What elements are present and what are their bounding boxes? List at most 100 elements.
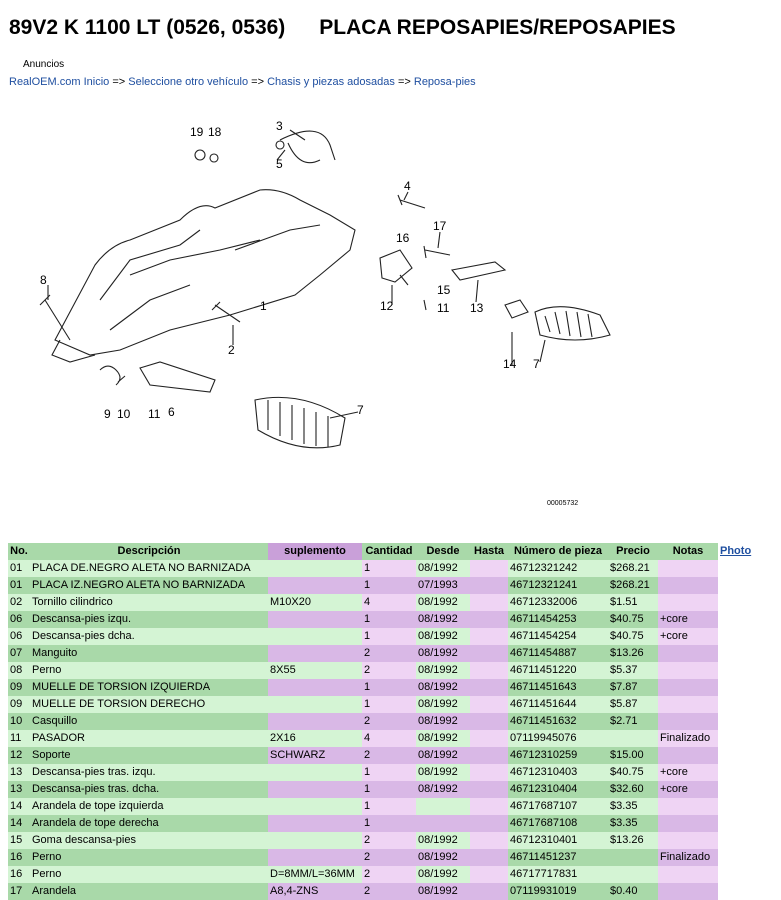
breadcrumb-separator: =>: [397, 76, 411, 88]
table-cell: [658, 560, 718, 577]
table-cell: [608, 730, 658, 747]
table-cell: Perno: [30, 866, 268, 883]
table-cell: +core: [658, 764, 718, 781]
breadcrumb-chassis-link[interactable]: Chasis y piezas adosadas: [267, 76, 395, 88]
table-cell: [658, 866, 718, 883]
table-cell: 01: [8, 560, 30, 577]
table-cell: 08/1992: [416, 628, 470, 645]
table-cell: $40.75: [608, 764, 658, 781]
table-cell: 09: [8, 679, 30, 696]
table-cell: [470, 764, 508, 781]
diagram-artwork: [39, 129, 611, 449]
table-cell: 08/1992: [416, 560, 470, 577]
breadcrumb-footrest-link[interactable]: Reposa-pies: [413, 76, 476, 88]
photo-cell: [718, 713, 754, 730]
photo-cell: [718, 730, 754, 747]
table-cell: 08/1992: [416, 713, 470, 730]
table-cell: [470, 849, 508, 866]
callout: 7: [533, 357, 540, 371]
part-number-cell: 46712321241: [508, 577, 608, 594]
table-cell: [470, 645, 508, 662]
table-cell: [658, 798, 718, 815]
callout: 8: [40, 273, 47, 287]
table-cell: [658, 832, 718, 849]
table-cell: 13: [8, 781, 30, 798]
table-cell: 08/1992: [416, 883, 470, 900]
table-cell: Perno: [30, 849, 268, 866]
table-cell: [268, 577, 362, 594]
table-cell: Manguito: [30, 645, 268, 662]
table-cell: [268, 815, 362, 832]
photo-cell: [718, 611, 754, 628]
col-header-part-number: Número de pieza: [508, 543, 608, 560]
part-number-cell: 46712310403: [508, 764, 608, 781]
table-cell: 08/1992: [416, 594, 470, 611]
table-cell: 11: [8, 730, 30, 747]
photo-link[interactable]: Photo: [720, 545, 752, 557]
table-cell: +core: [658, 611, 718, 628]
table-cell: [268, 713, 362, 730]
part-number-cell: 46717687107: [508, 798, 608, 815]
callout: 18: [208, 125, 222, 139]
table-cell: [470, 577, 508, 594]
table-cell: 08/1992: [416, 730, 470, 747]
table-cell: 1: [362, 611, 416, 628]
table-cell: 08/1992: [416, 645, 470, 662]
table-cell: Finalizado: [658, 849, 718, 866]
breadcrumb-vehicle-link[interactable]: Seleccione otro vehículo: [128, 76, 249, 88]
part-number-cell: 07119945076: [508, 730, 608, 747]
table-cell: [658, 645, 718, 662]
photo-cell: [718, 645, 754, 662]
table-cell: $40.75: [608, 611, 658, 628]
col-header-photo: Photo: [718, 543, 754, 560]
table-cell: D=8MM/L=36MM: [268, 866, 362, 883]
table-cell: [470, 781, 508, 798]
table-cell: $32.60: [608, 781, 658, 798]
table-cell: 16: [8, 849, 30, 866]
table-cell: $5.37: [608, 662, 658, 679]
breadcrumb-home-link[interactable]: RealOEM.com Inicio: [9, 76, 110, 88]
table-cell: [268, 611, 362, 628]
table-cell: [470, 662, 508, 679]
ads-label: Anuncios: [23, 59, 65, 70]
table-cell: [268, 645, 362, 662]
diagram-callouts: 19 18 3 5 4 17 16 8 1 2 12 15 11 13 14 7…: [40, 119, 578, 507]
table-cell: [268, 560, 362, 577]
table-cell: M10X20: [268, 594, 362, 611]
table-cell: [416, 798, 470, 815]
table-cell: $0.40: [608, 883, 658, 900]
table-cell: $1.51: [608, 594, 658, 611]
part-number-cell: 46712321242: [508, 560, 608, 577]
col-header-to: Hasta: [470, 543, 508, 560]
table-cell: [268, 764, 362, 781]
col-header-no: No.: [8, 543, 30, 560]
table-cell: [268, 849, 362, 866]
callout: 6: [168, 405, 175, 419]
table-cell: 12: [8, 747, 30, 764]
callout: 14: [503, 357, 517, 371]
table-cell: 1: [362, 815, 416, 832]
table-cell: [470, 560, 508, 577]
table-cell: MUELLE DE TORSION DERECHO: [30, 696, 268, 713]
table-cell: [658, 815, 718, 832]
